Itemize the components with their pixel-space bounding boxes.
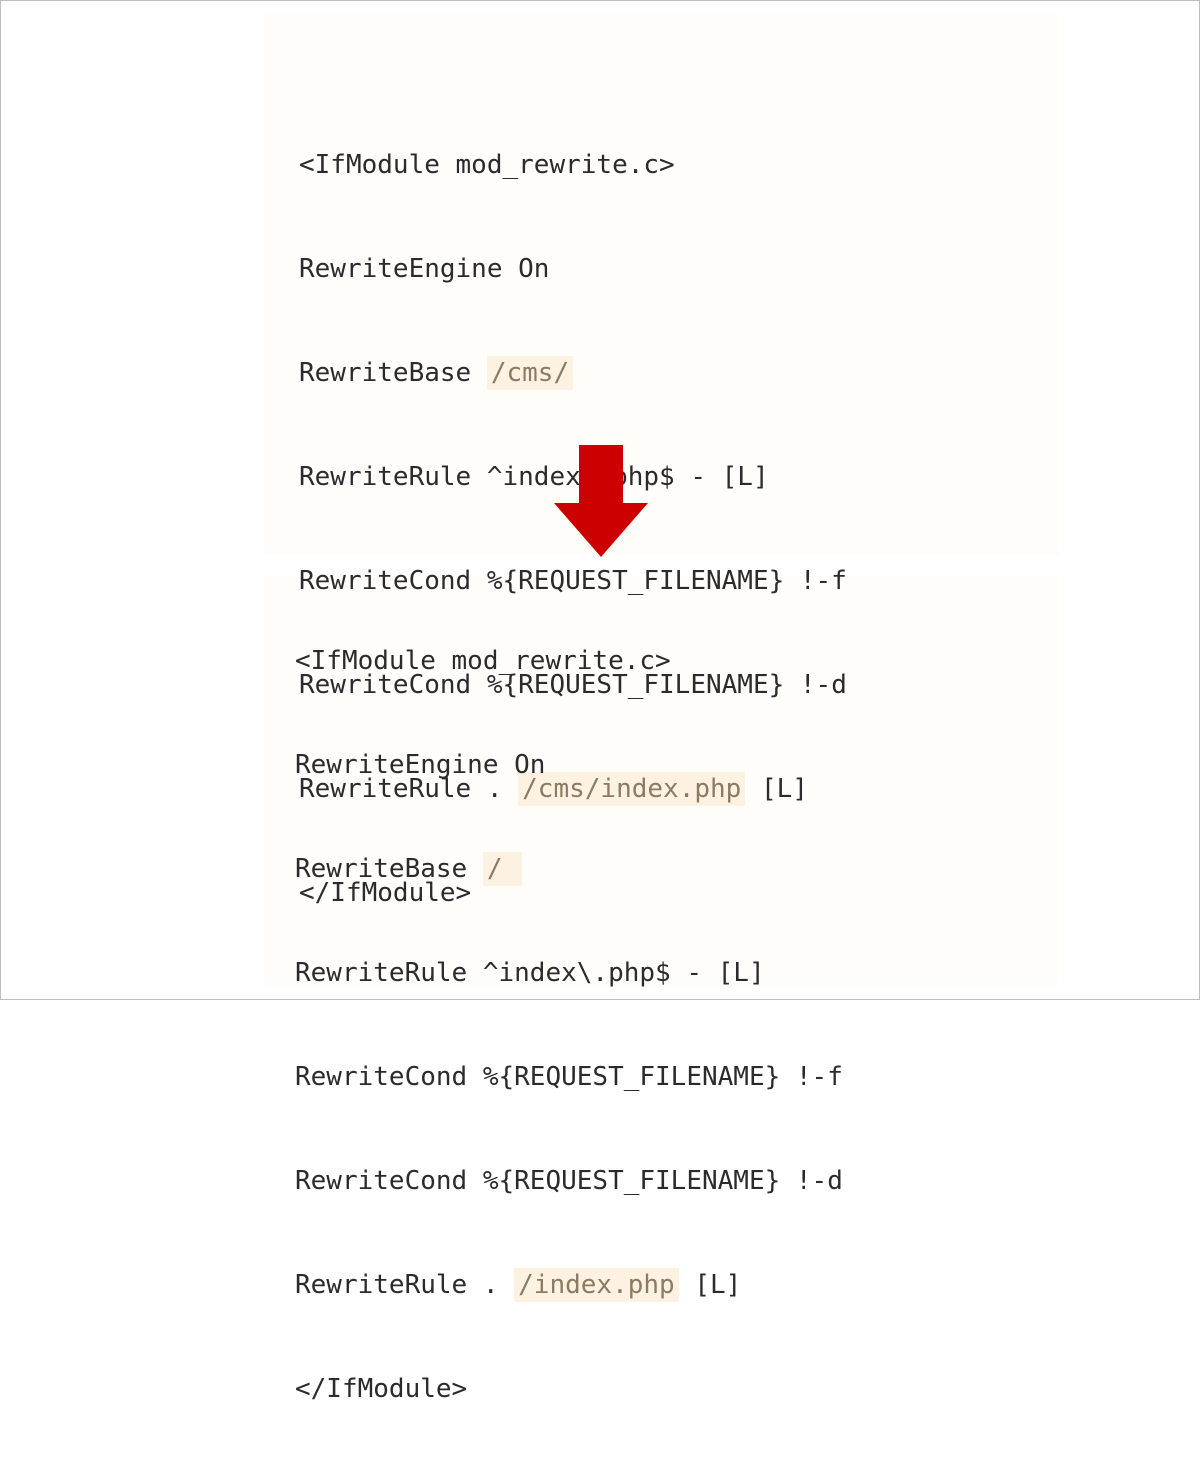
code-text: RewriteBase (295, 854, 483, 884)
code-line: RewriteBase /cms/ (299, 351, 847, 395)
code-line: RewriteRule . /index.php [L] (295, 1263, 843, 1307)
highlighted-path: / (482, 852, 523, 886)
code-line: RewriteEngine On (295, 750, 546, 780)
highlighted-path: /index.php (514, 1268, 679, 1302)
code-line: <IfModule mod_rewrite.c> (295, 646, 671, 676)
code-line: RewriteRule . /cms/index.php [L] (299, 767, 847, 811)
code-line: RewriteBase / (295, 847, 843, 891)
code-line: RewriteRule ^index\.php$ - [L] (299, 462, 769, 492)
code-line: <IfModule mod_rewrite.c> (299, 150, 675, 180)
code-line: RewriteEngine On (299, 254, 550, 284)
before-code-panel (264, 15, 1059, 555)
code-line: RewriteCond %{REQUEST_FILENAME} !-d (295, 1166, 843, 1196)
code-text: RewriteBase (299, 358, 487, 388)
arrow-down-icon (554, 445, 648, 557)
code-line: RewriteCond %{REQUEST_FILENAME} !-f (295, 1062, 843, 1092)
image-frame: <IfModule mod_rewrite.c> RewriteEngine O… (0, 0, 1200, 1404)
highlighted-path: /cms/ (486, 356, 574, 390)
before-code-block: <IfModule mod_rewrite.c> RewriteEngine O… (299, 83, 847, 975)
code-text: RewriteRule . (299, 774, 519, 804)
code-line: RewriteRule ^index\.php$ - [L] (295, 958, 765, 988)
code-line: </IfModule> (299, 878, 472, 908)
code-text: [L] (678, 1270, 742, 1300)
after-code-block: <IfModule mod_rewrite.c> RewriteEngine O… (295, 579, 843, 1471)
highlighted-path: /cms/index.php (518, 772, 746, 806)
code-text: [L] (745, 774, 808, 804)
code-text: RewriteRule . (295, 1270, 515, 1300)
code-line: RewriteCond %{REQUEST_FILENAME} !-f (299, 566, 847, 596)
code-line: </IfModule> (295, 1374, 468, 1404)
code-line: RewriteCond %{REQUEST_FILENAME} !-d (299, 670, 847, 700)
